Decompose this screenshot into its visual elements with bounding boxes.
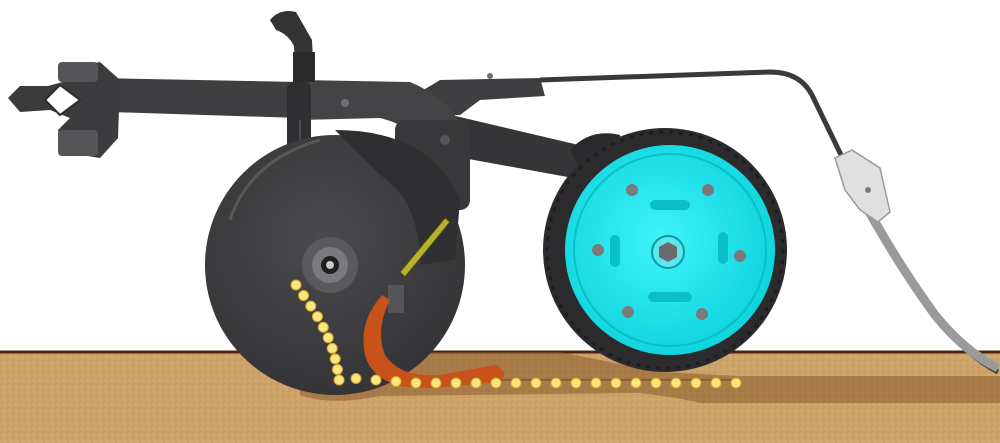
seed <box>326 342 338 354</box>
seed <box>410 377 422 389</box>
lug-bolt <box>592 244 604 256</box>
seed <box>550 377 562 389</box>
gauge-wheel <box>543 128 787 372</box>
seed <box>322 332 334 344</box>
seed <box>570 377 582 389</box>
seed-tube <box>363 295 504 389</box>
seed <box>470 377 482 389</box>
bracket-bolt <box>865 187 871 193</box>
sensor-clip <box>388 285 404 313</box>
strap-spring <box>856 192 1000 373</box>
seed <box>290 279 302 291</box>
seed-tube-body <box>363 295 504 389</box>
seed <box>450 377 462 389</box>
lower-link <box>430 110 600 182</box>
pivot-bolt <box>341 99 349 107</box>
hub-slot <box>610 235 620 267</box>
seed <box>331 363 343 375</box>
seed <box>370 374 382 386</box>
axle-nut-icon <box>659 242 677 262</box>
disc-hub-core <box>326 261 334 269</box>
bracket-icon <box>834 149 891 223</box>
closing-strap <box>539 69 1000 375</box>
hub-bolts <box>592 184 746 320</box>
lug-bolt <box>734 250 746 262</box>
pivot-bolt <box>487 73 493 79</box>
seed <box>590 377 602 389</box>
seed <box>305 300 317 312</box>
seed-path <box>290 279 742 389</box>
seed-sensor <box>388 217 451 313</box>
hub-slot <box>718 232 728 264</box>
seed-trench <box>300 352 1000 403</box>
seed <box>630 377 642 389</box>
seed <box>490 377 502 389</box>
seed <box>317 321 329 333</box>
seed <box>350 373 362 384</box>
lug-bolt <box>696 308 708 320</box>
seed <box>333 374 345 386</box>
hub-outer-ring <box>573 153 767 347</box>
seed <box>610 377 622 389</box>
seed <box>530 377 542 389</box>
coupler-clamp <box>58 130 98 156</box>
sensor-bar <box>399 217 451 278</box>
seed <box>390 376 402 387</box>
lug-bolt <box>702 184 714 196</box>
coupler-jaw-icon <box>43 83 82 117</box>
gauge-arm <box>335 130 460 265</box>
seed <box>329 353 341 365</box>
seed <box>710 377 722 389</box>
hub-slot <box>648 292 692 302</box>
seed <box>650 377 662 389</box>
opening-disc <box>205 130 465 395</box>
coupler-clamp <box>58 62 98 82</box>
seed <box>730 377 742 389</box>
hose-ribs <box>293 52 315 82</box>
hub-slots <box>610 200 728 302</box>
pivot-bolt <box>440 135 450 145</box>
lug-bolt <box>622 306 634 318</box>
disc-highlight <box>228 138 321 221</box>
seed <box>670 377 682 389</box>
tire-tread <box>545 130 785 370</box>
seed <box>690 377 702 389</box>
hitch-coupler <box>8 62 120 158</box>
soil <box>0 350 1000 443</box>
lug-bolt <box>626 184 638 196</box>
hub-slot <box>650 200 690 210</box>
seed <box>298 290 310 302</box>
seed <box>430 377 442 389</box>
seed <box>510 377 522 389</box>
seed <box>311 311 323 323</box>
